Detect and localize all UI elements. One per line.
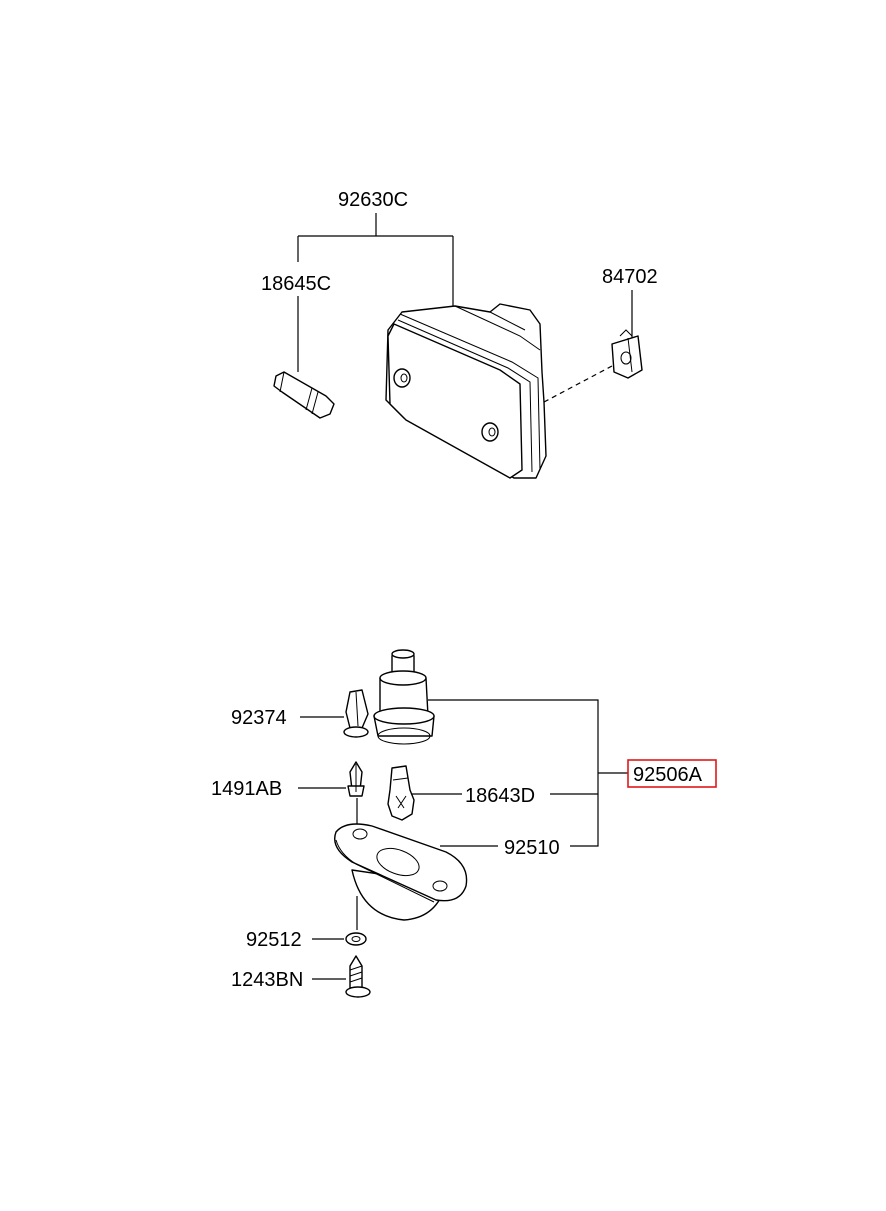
wedge-bulb-icon (273, 371, 335, 419)
label-84702: 84702 (602, 266, 658, 288)
label-92374: 92374 (231, 707, 287, 729)
screw-icon (345, 955, 371, 998)
label-92630c: 92630C (338, 189, 408, 211)
label-18643d: 18643D (465, 785, 535, 807)
push-clip-icon (343, 689, 369, 738)
label-18645c: 18645C (261, 273, 331, 295)
bottom-assembly-group: 92374 1491AB 18643D 92510 92512 1243BN 9… (211, 649, 717, 998)
label-92512: 92512 (246, 929, 302, 951)
clip-nut-icon (611, 329, 643, 379)
label-92506a[interactable]: 92506A (633, 764, 703, 786)
holder-clip-icon (347, 761, 365, 797)
bulb-socket-icon (373, 649, 435, 745)
highlight-box-92506a (627, 759, 717, 788)
lamp-base-icon (334, 823, 468, 921)
label-92510: 92510 (504, 837, 560, 859)
washer-icon (345, 932, 367, 946)
label-1491ab: 1491AB (211, 778, 282, 800)
leader-92630c (297, 213, 454, 306)
top-assembly-group: 92630C 18645C 84702 (261, 189, 658, 479)
bracket-92506a (428, 699, 628, 847)
license-lamp-housing (385, 303, 547, 479)
bayonet-bulb-icon (387, 765, 415, 821)
dash-line-clip (543, 365, 613, 403)
label-1243bn: 1243BN (231, 969, 303, 991)
